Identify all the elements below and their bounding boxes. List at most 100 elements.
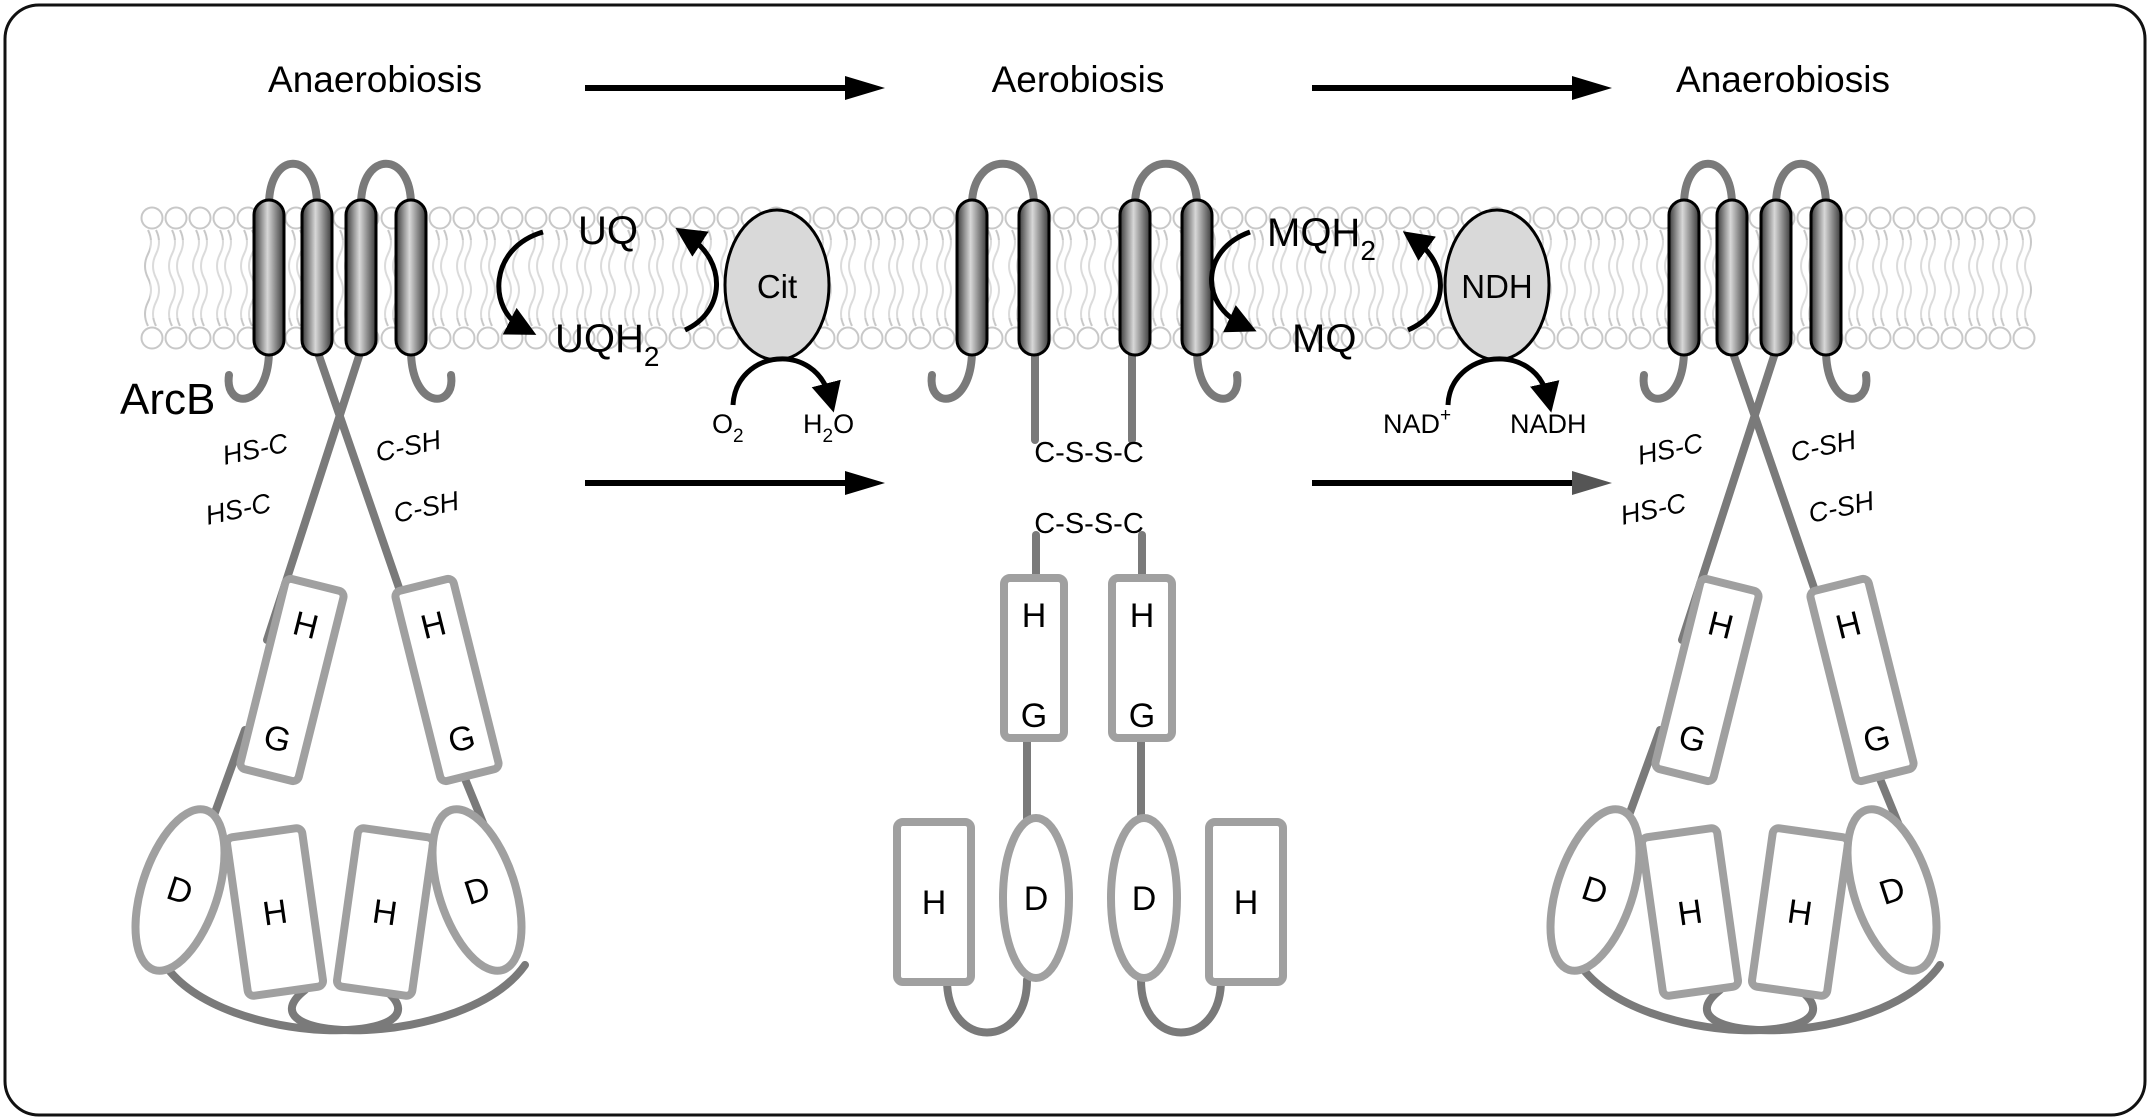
lipid-head-outer xyxy=(692,206,716,230)
lipid-head-outer xyxy=(524,206,548,230)
lipid-tail xyxy=(288,277,296,327)
lipid-head-inner xyxy=(668,326,692,350)
lipid-tail xyxy=(1952,229,1960,279)
nad-plus-label: NAD+ xyxy=(1383,405,1451,439)
lipid-head-outer xyxy=(1076,206,1100,230)
transmitter-box xyxy=(1651,574,1763,786)
uq-cycle-arrow-right xyxy=(675,227,719,333)
lipid-tail xyxy=(1056,229,1064,279)
lipid-tail xyxy=(1752,229,1760,279)
lipid-head-inner xyxy=(1052,326,1076,350)
lipid-head-outer xyxy=(2012,206,2036,230)
lipid-head-outer xyxy=(1244,206,1268,230)
lipid-head-outer xyxy=(1436,206,1460,230)
lipid-head-outer xyxy=(1580,206,1604,230)
transmitter-box xyxy=(236,574,348,786)
lipid-head-outer xyxy=(1292,206,1316,230)
mq-cycle-arrow-left xyxy=(1209,229,1257,333)
lipid-head-outer xyxy=(596,206,620,230)
lipid-tail xyxy=(288,229,296,279)
lipid-head-outer xyxy=(164,206,188,230)
lipid-tail xyxy=(648,277,656,327)
lipid-head-inner xyxy=(212,326,236,350)
lipid-head-outer xyxy=(428,206,452,230)
mqh2-label: MQH2 xyxy=(1267,211,1376,266)
lipid-head-inner xyxy=(572,326,596,350)
lipid-head-outer xyxy=(1316,206,1340,230)
lipid-tail xyxy=(848,277,856,327)
lipid-head-inner xyxy=(1892,326,1916,350)
c-terminal-domain-label: H xyxy=(260,892,290,933)
lipid-tail xyxy=(240,229,248,279)
lipid-head-outer xyxy=(1364,206,1388,230)
lipid-tail xyxy=(1320,277,1328,327)
lipid-tail xyxy=(536,277,544,327)
n-terminus xyxy=(927,346,976,403)
lipid-tail xyxy=(624,277,632,327)
lipid-head-inner xyxy=(1604,326,1628,350)
lipid-tail xyxy=(1584,229,1592,279)
lipid-tail xyxy=(1560,229,1568,279)
lipid-tail xyxy=(1272,277,1280,327)
lipid-head-inner xyxy=(1244,326,1268,350)
receiver-oval xyxy=(131,805,229,975)
lipid-head-outer xyxy=(620,206,644,230)
transmitter-domain: HG xyxy=(391,574,503,786)
lipid-tail xyxy=(1328,277,1336,327)
lipid-tail xyxy=(888,229,896,279)
lipid-tail xyxy=(992,277,1000,327)
lipid-head-outer xyxy=(188,206,212,230)
lipid-tail xyxy=(1280,229,1288,279)
n-terminus xyxy=(1193,346,1242,403)
lipid-tail xyxy=(1320,229,1328,279)
lipid-tail xyxy=(192,277,200,327)
transmembrane-helix xyxy=(1809,198,1843,357)
lipid-head-outer xyxy=(1628,206,1652,230)
lipid-head-inner xyxy=(644,326,668,350)
transmitter-box xyxy=(1108,574,1176,742)
lipid-tail xyxy=(488,277,496,327)
lipid-tail xyxy=(1944,277,1952,327)
lipid-tail xyxy=(872,229,880,279)
hpt-domain: H xyxy=(223,824,327,1000)
receiver-domain: D xyxy=(1843,805,1941,975)
lipid-tail xyxy=(1904,229,1912,279)
lipid-tail xyxy=(1968,229,1976,279)
n-terminus xyxy=(1639,346,1688,403)
lipid-tail xyxy=(432,229,440,279)
lipid-tail xyxy=(632,229,640,279)
mq-cycle-arrow-right xyxy=(1402,231,1443,333)
lipid-tail xyxy=(216,229,224,279)
n-terminus xyxy=(224,346,273,403)
lipid-tail xyxy=(2024,277,2032,327)
lipid-tail xyxy=(1368,277,1376,327)
lipid-tail xyxy=(144,277,152,327)
periplasmic-loop xyxy=(1680,159,1736,209)
lipid-tail xyxy=(552,229,560,279)
lipid-head-outer xyxy=(860,206,884,230)
lipid-tail xyxy=(1064,229,1072,279)
lipid-head-outer xyxy=(1052,206,1076,230)
h2o-label: H2O xyxy=(803,409,854,447)
g-box-label: G xyxy=(1129,697,1155,735)
lipid-tail xyxy=(992,229,1000,279)
lipid-head-inner xyxy=(692,326,716,350)
lipid-tail xyxy=(240,277,248,327)
lipid-tail xyxy=(2016,229,2024,279)
lipid-tail xyxy=(1952,277,1960,327)
lipid-head-outer xyxy=(908,206,932,230)
lipid-head-inner xyxy=(860,326,884,350)
lipid-tail xyxy=(864,277,872,327)
transmembrane-helix xyxy=(1759,198,1793,357)
hpt-domain: H xyxy=(1748,824,1852,1000)
lipid-tail xyxy=(1280,277,1288,327)
lipid-head-outer xyxy=(1148,206,1172,230)
stage-3-title: Anaerobiosis xyxy=(1676,59,1890,100)
lipid-tail xyxy=(1248,229,1256,279)
lipid-tail xyxy=(1152,277,1160,327)
periplasmic-loop xyxy=(1131,159,1201,209)
lipid-tail xyxy=(1256,277,1264,327)
